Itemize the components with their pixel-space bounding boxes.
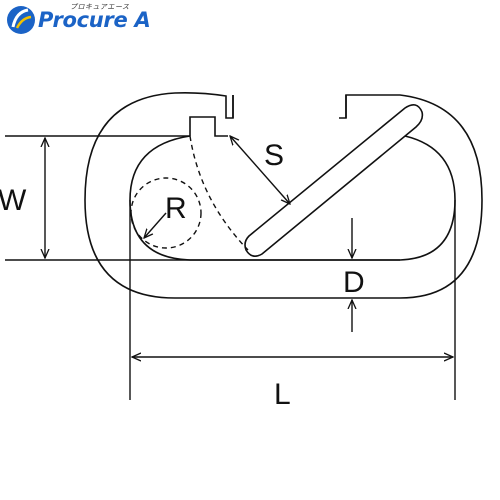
- label-s: S: [264, 139, 284, 172]
- gate-open-arc: [189, 135, 249, 251]
- brand-logo-icon: [7, 6, 35, 34]
- label-w: W: [0, 184, 27, 217]
- brand-kana: プロキュアエース: [70, 3, 130, 11]
- radius-arrow: [144, 212, 167, 238]
- label-l: L: [274, 378, 291, 411]
- s-dimension-arrow: [230, 136, 290, 204]
- body-outer-outline: [84, 92, 483, 299]
- label-d: D: [343, 266, 365, 299]
- gate-bar: [244, 104, 424, 258]
- brand-logo: プロキュアエース Procure A: [4, 2, 164, 36]
- radius-circle: [130, 177, 202, 249]
- latch-hinge-block: [189, 116, 228, 137]
- label-r: R: [165, 192, 187, 225]
- brand-name: Procure A: [38, 8, 151, 32]
